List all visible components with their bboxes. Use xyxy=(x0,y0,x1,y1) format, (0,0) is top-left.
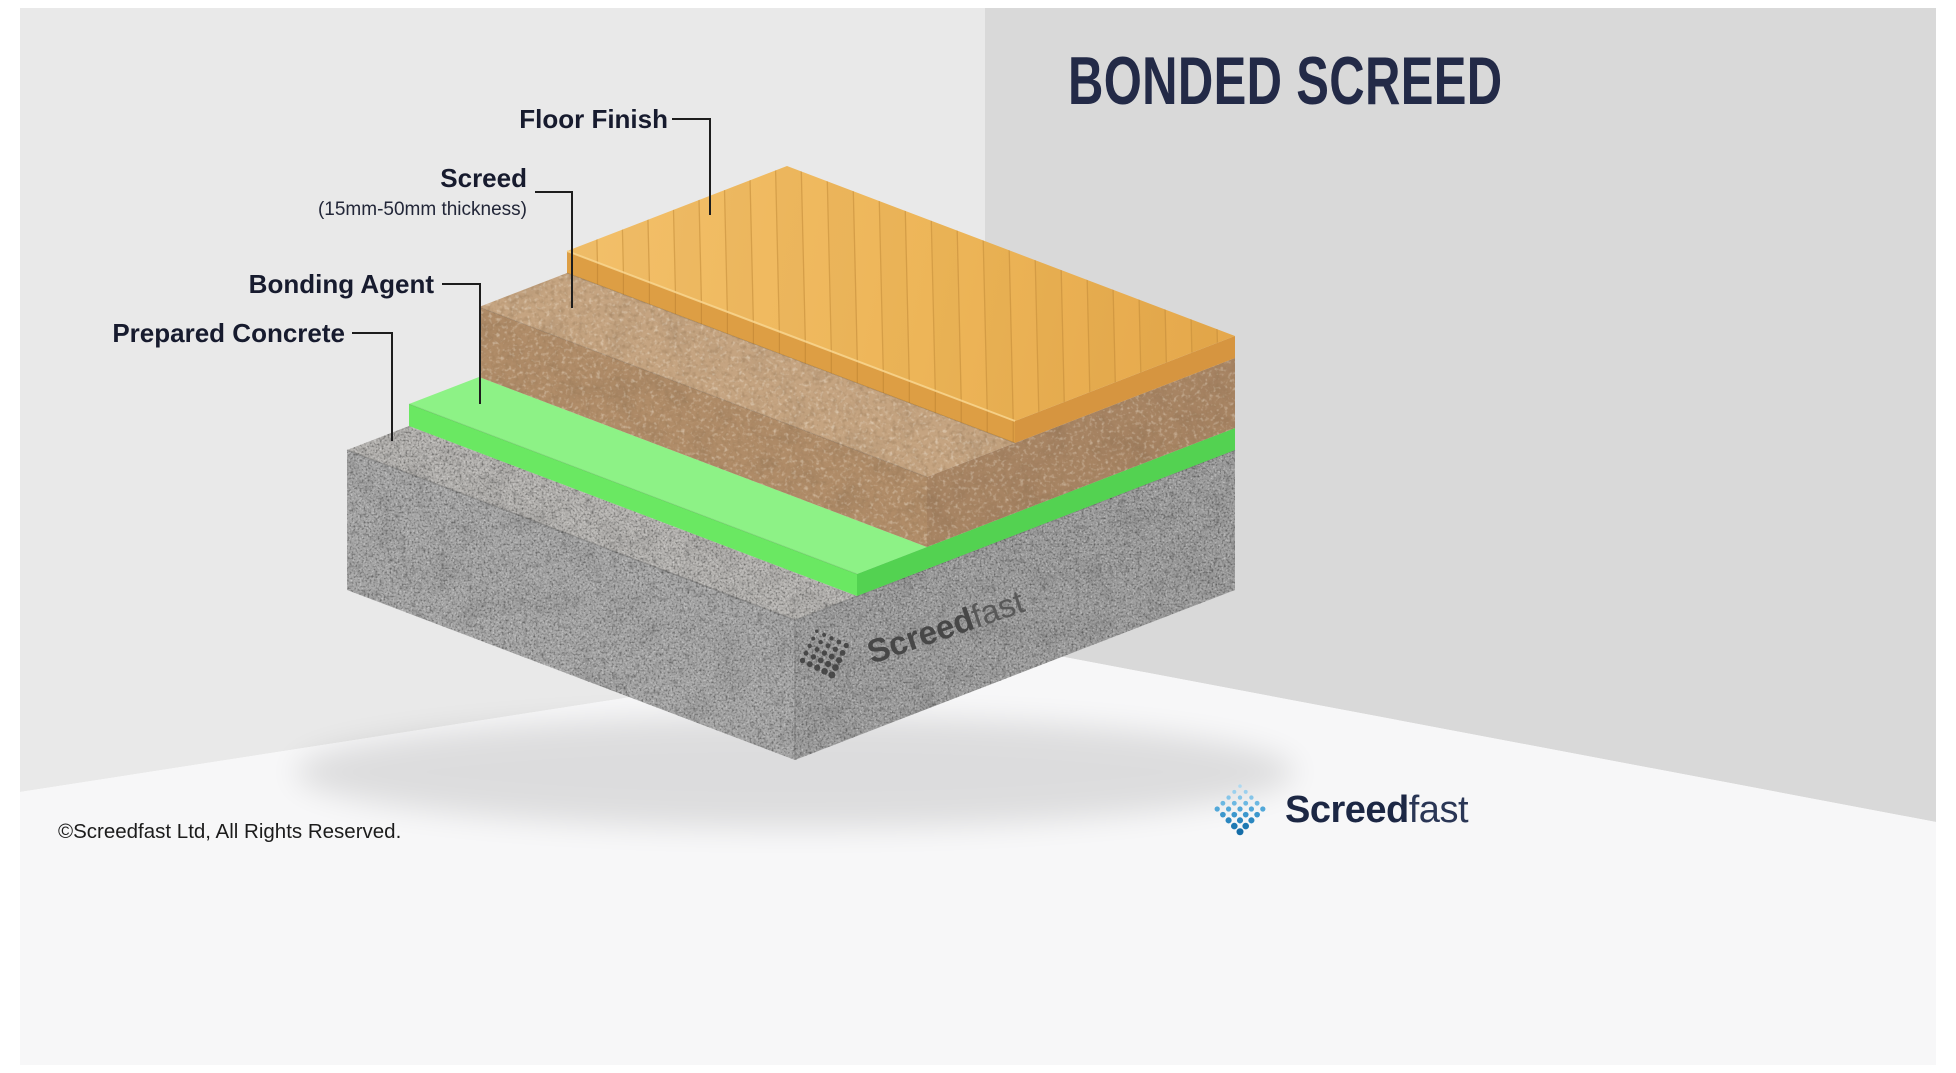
wood-top-highlight-edge xyxy=(566,250,1016,422)
screedfast-logo: Screedfast xyxy=(1212,782,1469,838)
right-wall xyxy=(985,8,1936,822)
bonding-agent-top-strip xyxy=(409,377,927,574)
bonding-agent-front-face xyxy=(409,404,857,596)
layer-floor-finish xyxy=(566,166,1235,444)
layer-bonding-agent xyxy=(408,377,1235,596)
label-screed-thickness: (15mm-50mm thickness) xyxy=(277,199,527,221)
callout-screed xyxy=(535,191,573,308)
wood-plank-end-ticks xyxy=(596,260,1014,443)
screedfast-logo-diamond-icon xyxy=(1214,784,1266,836)
label-screed: Screed xyxy=(277,163,527,193)
label-bonding-agent-text: Bonding Agent xyxy=(248,269,434,299)
label-prepared-concrete-text: Prepared Concrete xyxy=(112,318,345,348)
callout-bonding-agent xyxy=(442,283,481,404)
bonding-agent-edge xyxy=(408,403,858,575)
screed-edge xyxy=(478,306,928,478)
concrete-right-edge xyxy=(794,449,1236,621)
callout-lines xyxy=(352,118,711,441)
wood-top-surface xyxy=(567,166,1235,421)
screedfast-logo-text: Screedfast xyxy=(1285,788,1469,832)
bonding-agent-right-band xyxy=(857,428,1235,596)
page-title: BONDED SCREED xyxy=(1068,42,1502,120)
concrete-front-edge xyxy=(346,449,796,621)
callout-floor-finish xyxy=(672,118,711,215)
slab-shadow xyxy=(295,716,1295,828)
label-bonding-agent: Bonding Agent xyxy=(184,269,434,299)
label-prepared-concrete: Prepared Concrete xyxy=(95,318,345,348)
copyright-text: ©Screedfast Ltd, All Rights Reserved. xyxy=(58,820,402,843)
callout-prepared-concrete xyxy=(352,332,393,441)
label-floor-finish-text: Floor Finish xyxy=(519,104,668,134)
logo-text-bold: Screed xyxy=(1285,788,1409,831)
wood-bottom-edge xyxy=(566,272,1016,444)
wood-front-face xyxy=(567,251,1015,443)
page-title-text: BONDED SCREED xyxy=(1067,43,1502,119)
label-floor-finish: Floor Finish xyxy=(418,104,668,134)
wood-right-band xyxy=(1015,336,1235,443)
label-screed-thickness-text: (15mm-50mm thickness) xyxy=(317,199,527,220)
label-screed-text: Screed xyxy=(440,163,527,193)
logo-text-light: fast xyxy=(1408,788,1469,831)
